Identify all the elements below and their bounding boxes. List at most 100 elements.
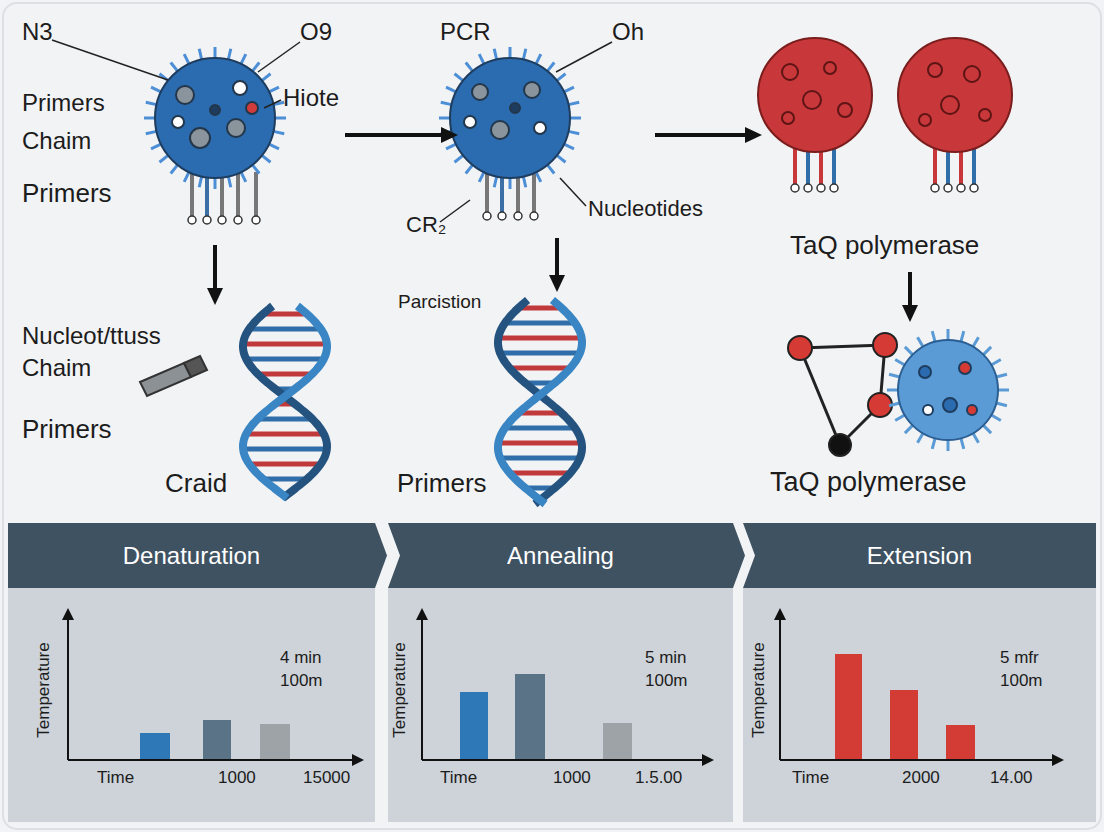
sphere-spike	[973, 337, 979, 347]
sphere-spike	[241, 54, 246, 64]
sphere-spike	[441, 102, 452, 104]
sphere-dot	[979, 109, 991, 121]
sphere-spike	[446, 87, 456, 92]
chart-bar	[203, 720, 231, 760]
sphere-spike	[961, 438, 964, 449]
chart-bar	[946, 725, 975, 760]
sphere-spike	[983, 425, 991, 433]
strand-leg	[946, 148, 950, 184]
sphere-dot	[246, 102, 258, 114]
axis-arrow	[702, 754, 714, 766]
dna-strand	[243, 306, 327, 498]
strand-end	[498, 212, 506, 220]
sphere-dot	[943, 398, 957, 412]
sphere-spike	[171, 62, 178, 71]
sphere-dot	[176, 86, 194, 104]
axis-label: Time	[97, 768, 134, 788]
sphere-spike	[214, 47, 217, 58]
sphere-dot	[782, 112, 794, 124]
axis-arrow	[352, 754, 364, 766]
strand-leg	[236, 172, 240, 216]
strand-end	[931, 184, 939, 192]
panel-body	[8, 588, 375, 822]
strand-leg	[485, 172, 489, 212]
strand-end	[218, 216, 226, 224]
flow-arrow	[555, 238, 559, 278]
sphere-dot	[510, 103, 520, 113]
sphere-spike	[228, 176, 230, 187]
sphere-spike	[887, 389, 898, 392]
arrow-head	[902, 305, 918, 322]
sphere-spike	[269, 144, 279, 149]
chart-bar	[515, 674, 545, 760]
axis-arrow	[416, 608, 428, 620]
base-pair	[500, 351, 580, 356]
chart-axis	[780, 759, 1054, 761]
axis-label: Temperature	[749, 642, 769, 737]
callout-label: Nucleotides	[588, 196, 703, 222]
sphere-spike	[439, 117, 450, 120]
callout-label: Nucleot/ttuss Chaim	[22, 320, 222, 385]
chart-note: 5 min	[645, 648, 687, 668]
base-pair	[500, 456, 580, 461]
sphere-dot	[227, 119, 245, 137]
sphere-spike	[991, 360, 1001, 366]
sphere-spike	[996, 374, 1007, 377]
chart-note: 5 mfr	[1000, 648, 1039, 668]
bond-line	[800, 348, 840, 445]
axis-arrow	[1052, 754, 1064, 766]
leader-line	[560, 178, 586, 206]
molecule-sphere	[450, 58, 570, 178]
leader-line	[52, 40, 168, 80]
base-pair	[258, 417, 313, 422]
axis-label: Time	[792, 768, 829, 788]
strand-leg	[832, 148, 836, 184]
illustration-group	[52, 38, 1012, 504]
arrow-head	[441, 127, 458, 143]
strand-end	[804, 184, 812, 192]
sphere-spike	[932, 331, 935, 342]
sphere-spike	[269, 87, 279, 92]
strand-leg	[819, 148, 823, 184]
sphere-dot	[524, 82, 540, 98]
sphere-spike	[466, 165, 473, 174]
strand-leg	[972, 148, 976, 184]
sphere-spike	[905, 347, 913, 355]
chart-bar	[835, 654, 862, 760]
sphere-spike	[568, 131, 579, 133]
base-pair	[505, 321, 575, 326]
strand-leg	[806, 148, 810, 184]
chart-axis	[421, 618, 423, 760]
sphere-spike	[199, 176, 201, 187]
sphere-dot	[472, 84, 488, 100]
sphere-spike	[275, 117, 286, 120]
sphere-spike	[895, 360, 905, 366]
sphere-spike	[523, 49, 525, 60]
sphere-spike	[184, 54, 189, 64]
sphere-spike	[159, 155, 168, 162]
chevron-header	[743, 523, 1096, 588]
callout-label: CR₂	[406, 212, 446, 238]
callout-label: PCR	[440, 18, 491, 47]
flow-arrow	[213, 245, 217, 291]
sphere-spike	[262, 155, 271, 162]
tick-label: 1.5.00	[635, 768, 682, 788]
sphere-spike	[151, 144, 161, 149]
base-pair	[510, 366, 571, 371]
base-pair	[249, 462, 321, 467]
strand-end	[791, 184, 799, 192]
sphere-spike	[564, 87, 574, 92]
dna-strand	[498, 300, 582, 504]
chart-note: 100m	[1000, 671, 1043, 691]
chevron-header	[388, 523, 745, 588]
sphere-spike	[151, 87, 161, 92]
sphere-dot	[829, 434, 851, 456]
chart-note: 4 min	[280, 648, 322, 668]
dna-strand	[498, 300, 582, 504]
leader-line	[264, 100, 281, 108]
sphere-spike	[228, 49, 230, 60]
sphere-spike	[557, 74, 566, 81]
pipette-icon	[184, 356, 207, 377]
sphere-dot	[928, 63, 942, 77]
sphere-spike	[184, 172, 189, 182]
